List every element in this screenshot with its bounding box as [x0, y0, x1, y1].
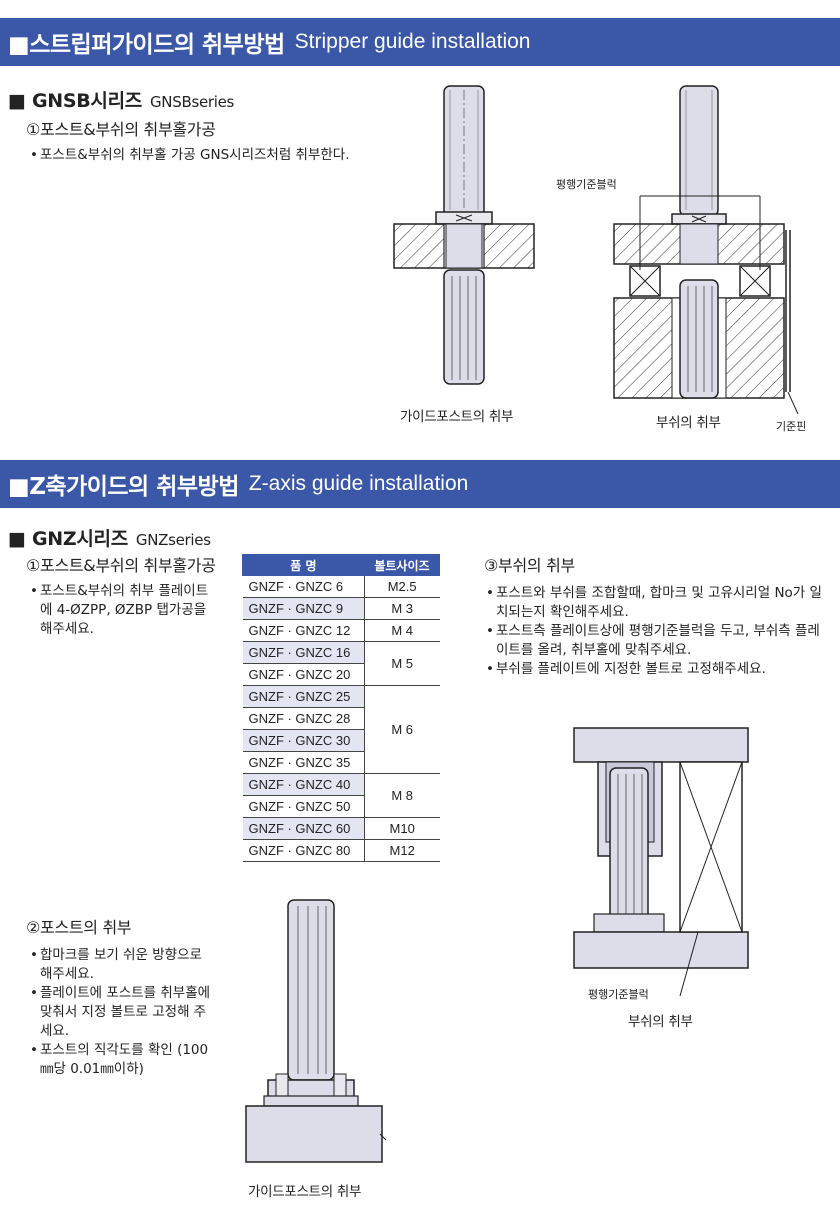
bullet-item: 포스트&부쉬의 취부 플레이트에 4-ØZPP, ØZBP 탭가공을 해주세요.: [30, 582, 220, 639]
gnz-step1-title: ①포스트&부쉬의 취부홀가공: [26, 556, 216, 575]
bolt-size-cell: M 4: [363, 619, 440, 642]
part-name-cell: GNZF · GNZC 20: [242, 663, 365, 686]
gnz-step3-title: ③부쉬의 취부: [484, 556, 575, 575]
part-name-cell: GNZF · GNZC 6: [242, 575, 365, 598]
gnsb-post-figure: [393, 85, 535, 385]
gnz-bush-caption: 부쉬의 취부: [628, 1014, 693, 1030]
part-name-cell: GNZF · GNZC 30: [242, 729, 365, 752]
table-row: GNZF · GNZC 35: [242, 751, 440, 774]
gnsb-post-caption: 가이드포스트의 취부: [400, 409, 514, 425]
gnz-step3-bullets: 포스트와 부쉬를 조합할때, 합마크 및 고유시리얼 No가 일치되는지 확인해…: [486, 584, 832, 679]
gnz-post-caption: 가이드포스트의 취부: [248, 1184, 362, 1200]
gnz-step2-title: ②포스트의 취부: [26, 918, 132, 937]
bolt-size-cell: M 3: [363, 597, 440, 620]
part-name-cell: GNZF · GNZC 12: [242, 619, 365, 642]
gnz-series-heading: ■ GNZ시리즈 GNZseries: [8, 524, 211, 551]
bullet-item: 포스트의 직각도를 확인 (100㎜당 0.01㎜이하): [30, 1041, 216, 1079]
part-name-cell: GNZF · GNZC 28: [242, 707, 365, 730]
gnsb-block-label: 평행기준블럭: [556, 178, 617, 191]
bolt-size-cell: M 6: [363, 685, 440, 774]
bullet-item: 포스트측 플레이트상에 평행기준블럭을 두고, 부쉬측 플레이트를 올려, 취부…: [486, 622, 832, 660]
section1-title-en: Stripper guide installation: [294, 30, 531, 53]
part-name-cell: GNZF · GNZC 80: [242, 839, 365, 862]
bolt-size-cell: M 8: [363, 773, 440, 818]
part-name-cell: GNZF · GNZC 60: [242, 817, 365, 840]
gnz-step2-bullets: 합마크를 보기 쉬운 방향으로 해주세요. 플레이트에 포스트를 취부홀에 맞춰…: [30, 946, 216, 1079]
bullet-item: 합마크를 보기 쉬운 방향으로 해주세요.: [30, 946, 216, 984]
section2-title-en: Z-axis guide installation: [248, 472, 469, 495]
gnsb-bush-figure: [613, 85, 799, 415]
table-row: GNZF · GNZC 50: [242, 795, 440, 818]
table-row: GNZF · GNZC 20: [242, 663, 440, 686]
series-title: ■ GNSB시리즈: [8, 90, 142, 112]
section2-banner: ■Z축가이드의 취부방법 Z-axis guide installation: [0, 460, 840, 508]
bullet-item: 부쉬를 플레이트에 지정한 볼트로 고정해주세요.: [486, 660, 832, 679]
gnz-step1-bullets: 포스트&부쉬의 취부 플레이트에 4-ØZPP, ØZBP 탭가공을 해주세요.: [30, 582, 220, 639]
gnsb-pin-label: 기준핀: [776, 420, 807, 433]
bolt-size-cell: M12: [363, 839, 440, 862]
series-title: ■ GNZ시리즈: [8, 528, 128, 550]
gnz-bush-figure: [573, 727, 749, 997]
series-en: GNSBseries: [149, 93, 235, 111]
bullet-item: 플레이트에 포스트를 취부홀에 맞춰서 지정 볼트로 고정해 주세요.: [30, 984, 216, 1041]
gnz-post-figure: [245, 899, 387, 1163]
series-en: GNZseries: [135, 531, 211, 549]
table-row: GNZF · GNZC 30: [242, 729, 440, 752]
part-name-cell: GNZF · GNZC 25: [242, 685, 365, 708]
part-name-cell: GNZF · GNZC 16: [242, 641, 365, 664]
part-name-cell: GNZF · GNZC 40: [242, 773, 365, 796]
bullet-item: 포스트와 부쉬를 조합할때, 합마크 및 고유시리얼 No가 일치되는지 확인해…: [486, 584, 832, 622]
bolt-size-cell: M 5: [363, 641, 440, 686]
part-name-cell: GNZF · GNZC 9: [242, 597, 365, 620]
col-part-name: 품 명: [242, 554, 365, 576]
part-name-cell: GNZF · GNZC 35: [242, 751, 365, 774]
bolt-size-cell: M2.5: [363, 575, 440, 598]
gnsb-series-heading: ■ GNSB시리즈 GNSBseries: [8, 86, 234, 113]
gnsb-step1-title: ①포스트&부쉬의 취부홀가공: [26, 120, 216, 139]
bullet-item: 포스트&부쉬의 취부홀 가공 GNS시리즈처럼 취부한다.: [30, 146, 410, 165]
gnsb-bush-caption: 부쉬의 취부: [656, 415, 721, 431]
section1-banner: ■스트립퍼가이드의 취부방법 Stripper guide installati…: [0, 18, 840, 66]
section2-title: ■Z축가이드의 취부방법: [8, 474, 239, 500]
gnz-block-label: 평행기준블럭: [588, 988, 649, 1001]
section1-title: ■스트립퍼가이드의 취부방법: [8, 32, 285, 58]
table-row: GNZF · GNZC 28: [242, 707, 440, 730]
gnsb-step1-bullets: 포스트&부쉬의 취부홀 가공 GNS시리즈처럼 취부한다.: [30, 146, 410, 165]
col-bolt-size: 볼트사이즈: [363, 554, 441, 576]
part-name-cell: GNZF · GNZC 50: [242, 795, 365, 818]
bolt-size-cell: M10: [363, 817, 440, 840]
